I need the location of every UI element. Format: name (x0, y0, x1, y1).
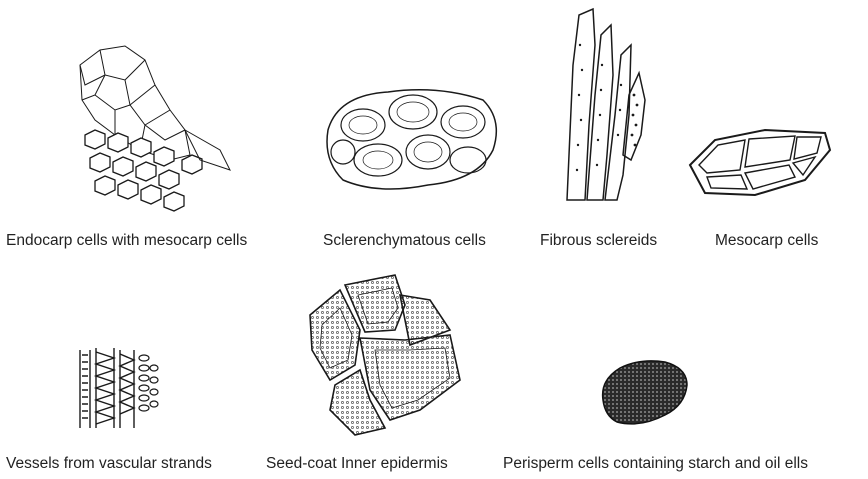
mesocarp-cells-drawing (685, 125, 835, 205)
sclerenchymatous-cells-drawing (318, 80, 508, 200)
vessels-drawing (72, 340, 162, 435)
perisperm-cells-drawing (595, 350, 695, 430)
label-fibrous-sclereids: Fibrous sclereids (540, 232, 657, 250)
label-seed-coat-inner-epidermis: Seed-coat Inner epidermis (266, 455, 448, 473)
endocarp-cells-drawing (60, 40, 240, 220)
label-perisperm-cells: Perisperm cells containing starch and oi… (503, 455, 808, 473)
seed-coat-inner-epidermis-drawing (300, 270, 470, 440)
label-mesocarp-cells: Mesocarp cells (715, 232, 818, 250)
label-sclerenchymatous-cells: Sclerenchymatous cells (323, 232, 486, 250)
label-endocarp-cells: Endocarp cells with mesocarp cells (6, 232, 247, 250)
fibrous-sclereids-drawing (555, 5, 665, 205)
label-vessels: Vessels from vascular strands (6, 455, 212, 473)
